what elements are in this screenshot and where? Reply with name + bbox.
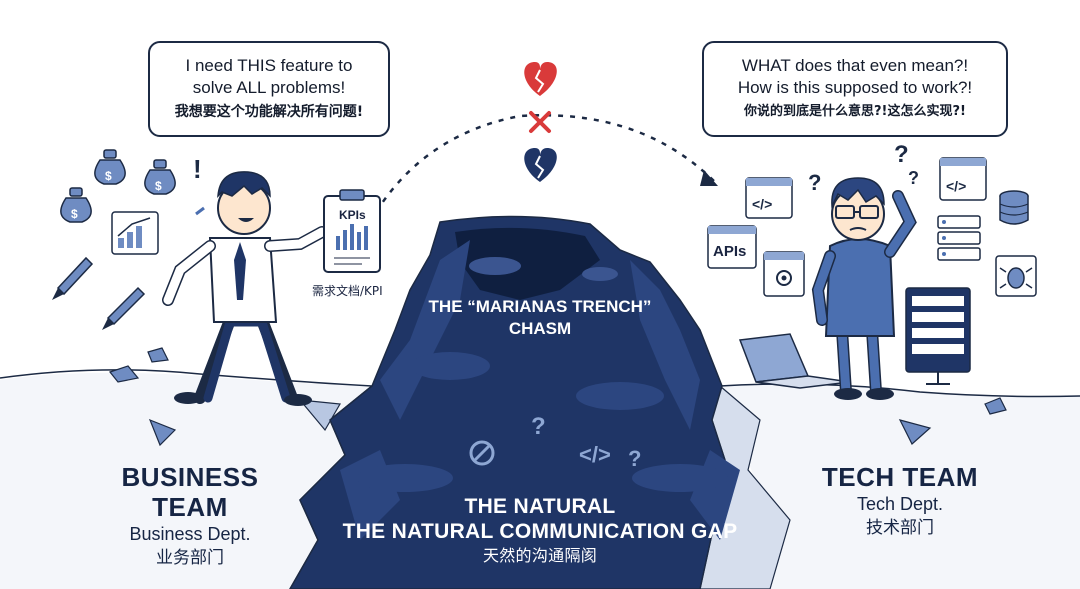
rocket-icon [102,286,146,330]
svg-text:!: ! [193,154,202,184]
svg-text:?: ? [531,413,546,440]
tech-speech-bubble: WHAT does that even mean?! How is this s… [702,41,1008,137]
database-icon [999,190,1029,225]
api-card [707,225,757,269]
gap-label: THE NATURAL THE NATURAL COMMUNICATION GA… [330,494,750,568]
money-bag-icon: $ [144,159,176,195]
clipboard-caption: 需求文档/KPI [312,284,383,298]
tech-team-title: TECH TEAM [821,462,979,492]
svg-text:?: ? [628,446,641,471]
rocket-icon [52,256,94,300]
svg-text:?: ? [908,168,919,188]
server-rack-icon [905,287,971,385]
money-bag-icon: $ [94,149,126,185]
trench-line1: THE “MARIANAS TRENCH” [428,297,652,316]
business-bubble-line3: 我想要这个功能解决所有问题! [174,104,364,120]
svg-text:$: $ [71,207,78,221]
dashed-arrow [368,114,718,223]
business-team-title: BUSINESS TEAM [121,462,259,522]
server-list-icon [937,215,981,261]
business-team-label: BUSINESS TEAM Business Dept. 业务部门 [80,462,300,570]
code-window-icon: </> [745,177,793,219]
money-bag-icon: $ [60,187,92,223]
gap-line2: THE NATURAL COMMUNICATION GAP [342,520,738,543]
tech-team-chinese: 技术部门 [866,518,934,538]
chasm: ? </> ? [289,215,740,589]
svg-text:</>: </> [946,178,966,194]
gap-chinese: 天然的沟通隔阂 [482,546,598,565]
svg-text:</>: </> [752,196,772,212]
tech-team-label: TECH TEAM Tech Dept. 技术部门 [790,462,1010,540]
svg-text:?: ? [894,141,909,168]
svg-text:$: $ [155,179,162,193]
svg-text:?: ? [808,170,821,195]
gap-line1: THE NATURAL [464,495,616,518]
trench-label: THE “MARIANAS TRENCH” CHASM [380,296,700,340]
code-window-icon: </> [939,157,987,201]
tech-bubble-line1: WHAT does that even mean?! [741,56,969,75]
businessman-figure: ! [162,154,328,406]
settings-window-icon [763,251,805,297]
svg-text:</>: </> [579,442,611,467]
clipboard-title: KPIs [339,208,366,222]
api-card-label: APIs [713,243,747,260]
right-cliff [699,383,1080,589]
developer-figure: ? ? ? [808,141,919,400]
cross-icon [529,111,551,133]
growth-chart-icon [111,211,159,255]
bug-icon [995,255,1037,297]
business-team-chinese: 业务部门 [156,548,224,568]
laptop-icon [738,333,851,389]
svg-text:$: $ [105,169,112,183]
broken-heart-blue-icon [524,148,557,182]
business-bubble-line2: solve ALL problems! [192,78,346,97]
tech-bubble-line2: How is this supposed to work?! [737,78,973,97]
broken-heart-red-icon [524,62,557,96]
business-speech-bubble: I need THIS feature to solve ALL problem… [148,41,390,137]
tech-bubble-line3: 你说的到底是什么意思?!这怎么实现?! [744,104,966,119]
trench-line2: CHASM [508,319,572,338]
kpi-clipboard [323,189,381,273]
business-bubble-line1: I need THIS feature to [185,56,353,75]
tech-team-subtitle: Tech Dept. [856,494,944,514]
business-team-subtitle: Business Dept. [129,524,251,544]
